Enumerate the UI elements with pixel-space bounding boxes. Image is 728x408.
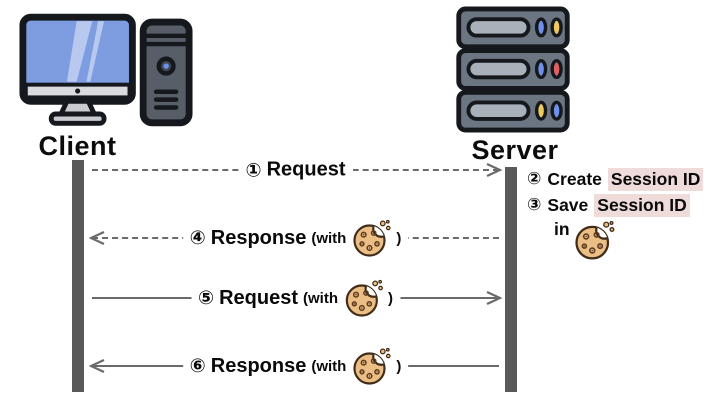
with-prefix: (with <box>311 229 347 247</box>
arrowhead-right-icon <box>486 291 502 305</box>
cookie-icon <box>343 278 383 318</box>
cookie-icon <box>351 218 391 258</box>
arrowhead-left-icon <box>89 231 105 245</box>
message-verb: Response <box>210 354 307 377</box>
desktop-computer-icon <box>19 13 193 127</box>
with-suffix: ) <box>388 289 393 307</box>
message-verb: Request <box>219 286 298 309</box>
message-label: ⑥ Response (with ) <box>182 346 409 386</box>
note-text: in <box>554 219 570 239</box>
message-verb: Request <box>266 158 346 181</box>
message-response-4: ④ Response (with ) <box>89 218 499 258</box>
server-rack-icon <box>456 6 570 133</box>
step-number: ⑥ <box>189 355 206 377</box>
step-number: ② <box>527 169 542 189</box>
note-in-cookie: in <box>554 219 703 261</box>
with-prefix: (with <box>311 357 347 375</box>
step-number: ④ <box>189 227 206 249</box>
step-number: ① <box>245 159 262 181</box>
arrowhead-left-icon <box>89 359 105 373</box>
note-save-session: ③ Save Session ID <box>527 192 703 218</box>
step-number: ⑤ <box>198 287 215 309</box>
step-number: ③ <box>527 195 542 215</box>
client-label: Client <box>38 131 117 161</box>
session-id-highlight: Session ID <box>594 193 690 217</box>
message-request-5: ⑤ Request (with ) <box>92 278 502 318</box>
message-verb: Response <box>210 226 307 249</box>
arrowhead-right-icon <box>486 163 502 177</box>
message-label: ① Request <box>238 158 353 182</box>
note-text: Save <box>547 194 589 215</box>
message-label: ④ Response (with ) <box>182 218 409 258</box>
message-response-6: ⑥ Response (with ) <box>89 346 499 386</box>
server-notes: ② Create Session ID ③ Save Session ID in <box>527 166 704 261</box>
cookie-icon <box>351 346 391 386</box>
with-suffix: ) <box>396 229 402 247</box>
client-lifeline <box>72 160 84 392</box>
note-text: Create <box>547 168 602 189</box>
message-request-1: ① Request <box>92 158 502 182</box>
cookie-icon <box>573 219 615 261</box>
server-lifeline <box>505 167 517 392</box>
server-label: Server <box>471 135 559 165</box>
session-id-highlight: Session ID <box>607 167 704 191</box>
note-create-session: ② Create Session ID <box>527 166 704 192</box>
with-prefix: (with <box>303 289 338 307</box>
message-label: ⑤ Request (with ) <box>191 278 400 318</box>
with-suffix: ) <box>396 357 402 375</box>
